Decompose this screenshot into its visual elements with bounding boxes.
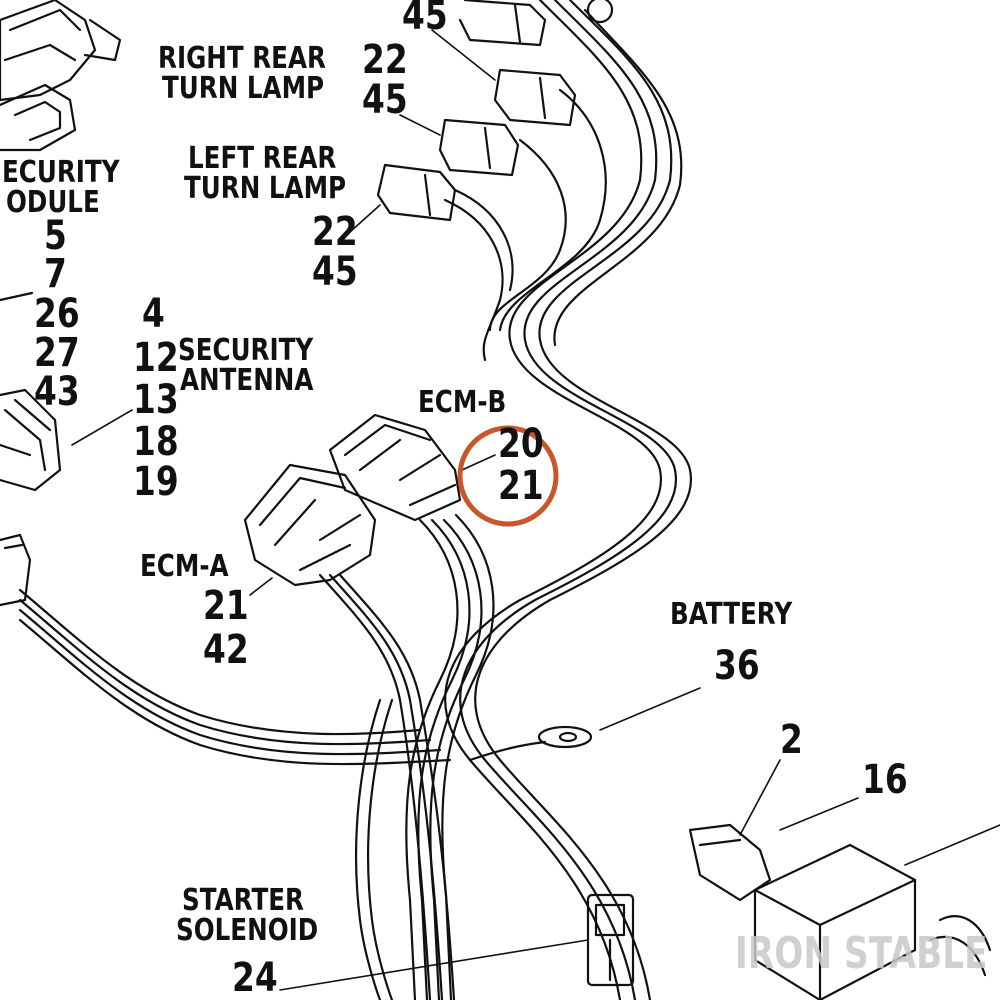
ecm-a-connector-icon bbox=[243, 463, 377, 587]
relay-callout-2: 2 bbox=[780, 717, 803, 763]
ecm-b-label: ECM-B bbox=[418, 385, 507, 420]
relay-module-icon bbox=[688, 823, 992, 1000]
main-harness-bundle bbox=[18, 588, 452, 766]
security-antenna-callout-18: 18 bbox=[133, 419, 179, 465]
right-rear-turn-lamp-label-line1: RIGHT REAR bbox=[158, 41, 326, 76]
highlight-circle bbox=[457, 425, 559, 527]
security-module-label-line2: ODULE bbox=[6, 185, 100, 220]
starter-solenoid-label-line2: SOLENOID bbox=[176, 913, 319, 948]
left-rear-callout-45: 45 bbox=[312, 249, 358, 295]
left-rear-turn-lamp-connector-icon bbox=[376, 118, 520, 222]
security-module-connector-icon bbox=[0, 0, 122, 152]
ecm-b-callout-21: 21 bbox=[498, 463, 544, 509]
right-rear-turn-lamp-label-line2: TURN LAMP bbox=[162, 71, 325, 106]
watermark: IRON STABLE bbox=[735, 928, 988, 979]
battery-label: BATTERY bbox=[670, 597, 793, 632]
security-module-callout-7: 7 bbox=[44, 251, 67, 297]
security-antenna-callout-12: 12 bbox=[133, 335, 179, 381]
security-antenna-label-line2: ANTENNA bbox=[180, 363, 314, 398]
security-antenna-connector-icon bbox=[0, 291, 62, 492]
starter-solenoid-connector-icon bbox=[586, 893, 635, 987]
security-antenna-callout-4: 4 bbox=[142, 291, 165, 337]
security-antenna-callout-19: 19 bbox=[133, 459, 179, 505]
ecm-a-callout-21: 21 bbox=[203, 583, 249, 629]
starter-solenoid-callout-24: 24 bbox=[232, 955, 278, 1000]
left-rear-turn-lamp-label-line1: LEFT REAR bbox=[188, 141, 337, 176]
security-module-callout-5: 5 bbox=[44, 213, 67, 259]
security-antenna-label-line1: SECURITY bbox=[178, 333, 314, 368]
left-harness-connector-icon bbox=[0, 533, 32, 607]
security-module-callout-43: 43 bbox=[34, 369, 80, 415]
battery-terminal-icon bbox=[468, 725, 593, 762]
ecm-b-callout-20: 20 bbox=[498, 421, 544, 467]
left-rear-callout-22: 22 bbox=[312, 209, 358, 255]
right-rear-callout-45: 45 bbox=[362, 77, 408, 123]
top-callout-45: 45 bbox=[402, 0, 448, 39]
security-module-callout-26: 26 bbox=[34, 291, 80, 337]
security-module-label-line1: ECURITY bbox=[2, 155, 120, 190]
right-rear-callout-22: 22 bbox=[362, 37, 408, 83]
right-rear-turn-lamp-connector-icon bbox=[458, 0, 614, 127]
ecm-a-label: ECM-A bbox=[140, 549, 229, 584]
battery-callout-36: 36 bbox=[714, 643, 760, 689]
starter-solenoid-label-line1: STARTER bbox=[182, 883, 305, 918]
security-module-callout-27: 27 bbox=[34, 330, 80, 376]
relay-callout-16: 16 bbox=[862, 757, 908, 803]
ecm-b-connector-icon bbox=[328, 413, 462, 522]
left-rear-turn-lamp-label-line2: TURN LAMP bbox=[184, 171, 347, 206]
security-antenna-callout-13: 13 bbox=[133, 377, 179, 423]
ecm-a-callout-42: 42 bbox=[203, 627, 249, 673]
